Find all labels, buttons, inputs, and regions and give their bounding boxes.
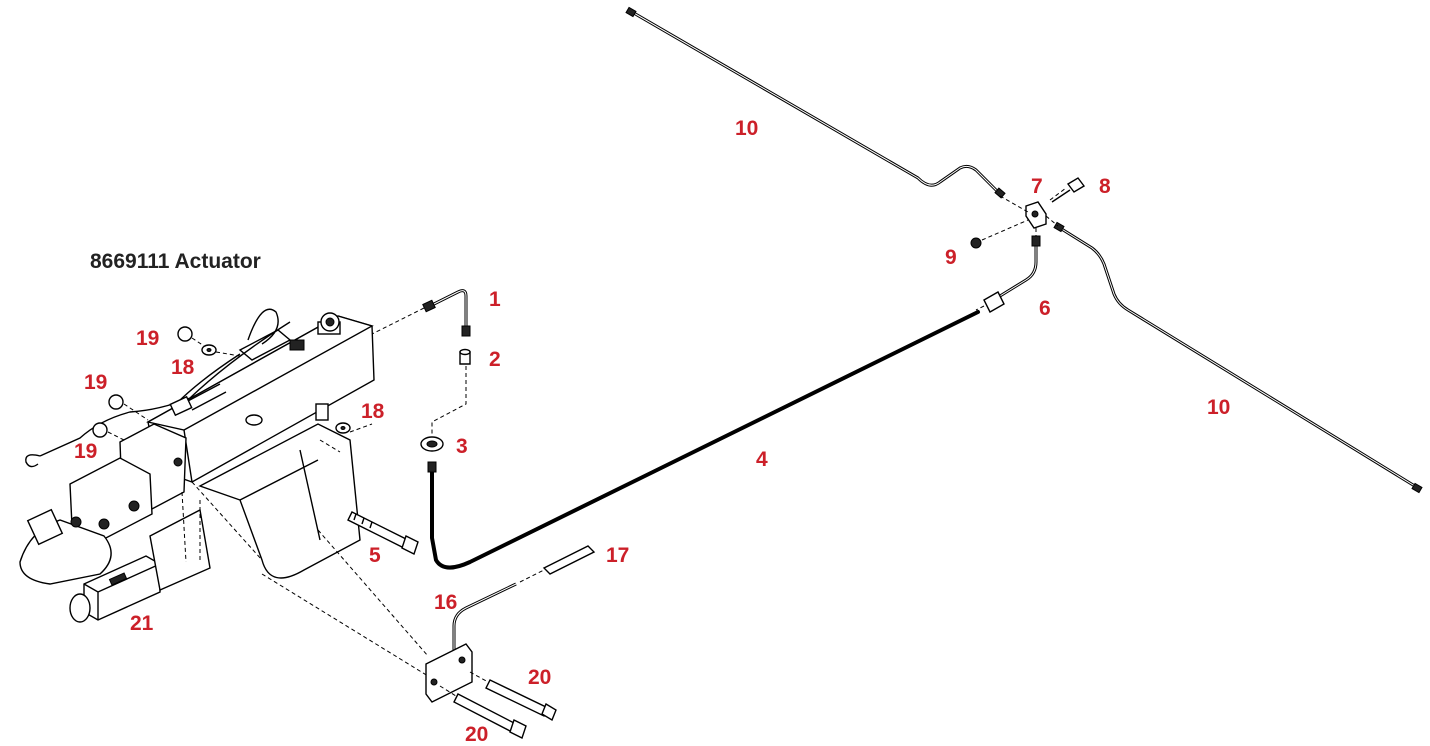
- bolt-5: [347, 511, 419, 555]
- brake-line-upper: [625, 6, 1006, 199]
- nut-9: [970, 237, 982, 249]
- callout-21: 21: [130, 612, 154, 635]
- jack-handle-16: [425, 582, 517, 703]
- coupler-lock-21: [69, 555, 161, 623]
- callout-8: 8: [1099, 175, 1111, 198]
- callout-3: 3: [456, 435, 468, 458]
- callout-6: 6: [1039, 297, 1051, 320]
- coupler-head: [19, 423, 187, 585]
- nut-19-low: [92, 422, 108, 438]
- brake-hose-4: [427, 305, 985, 570]
- callout-19-top: 19: [136, 327, 159, 350]
- callout-10-lower: 10: [1207, 396, 1230, 419]
- mounting-bracket: [149, 423, 361, 591]
- callout-19-low: 19: [74, 440, 97, 463]
- callout-10-upper: 10: [735, 117, 758, 140]
- callout-18-right: 18: [361, 400, 385, 423]
- washer-18-right-hole: [340, 426, 346, 430]
- callout-17: 17: [606, 544, 629, 567]
- callout-19-mid: 19: [84, 371, 107, 394]
- nut-19-mid: [108, 394, 124, 410]
- callout-20-upper: 20: [528, 666, 551, 689]
- flex-hose-6: [983, 235, 1041, 313]
- diagram-title: 8669111 Actuator: [90, 250, 261, 273]
- washer-18-top-hole: [206, 348, 212, 352]
- callout-18-top: 18: [171, 356, 195, 379]
- callout-1: 1: [489, 288, 501, 311]
- callout-4: 4: [756, 448, 768, 471]
- nut-19-top: [177, 326, 193, 342]
- brake-line-lower: [1053, 221, 1423, 494]
- actuator-body: [146, 308, 375, 483]
- callout-5: 5: [369, 544, 381, 567]
- callout-2: 2: [489, 348, 501, 371]
- grommet-3: [420, 436, 444, 452]
- tee-fitting: [1025, 201, 1047, 229]
- grip-17: [542, 545, 596, 575]
- callout-9: 9: [945, 246, 957, 269]
- tube-1: [422, 289, 471, 337]
- callout-16: 16: [434, 591, 457, 614]
- bolt-20-upper: [485, 679, 557, 722]
- callout-7: 7: [1031, 175, 1043, 198]
- callout-20-lower: 20: [465, 723, 488, 746]
- bolt-20-lower: [453, 693, 527, 739]
- spacer-2: [459, 348, 471, 365]
- bolt-8: [1051, 177, 1086, 203]
